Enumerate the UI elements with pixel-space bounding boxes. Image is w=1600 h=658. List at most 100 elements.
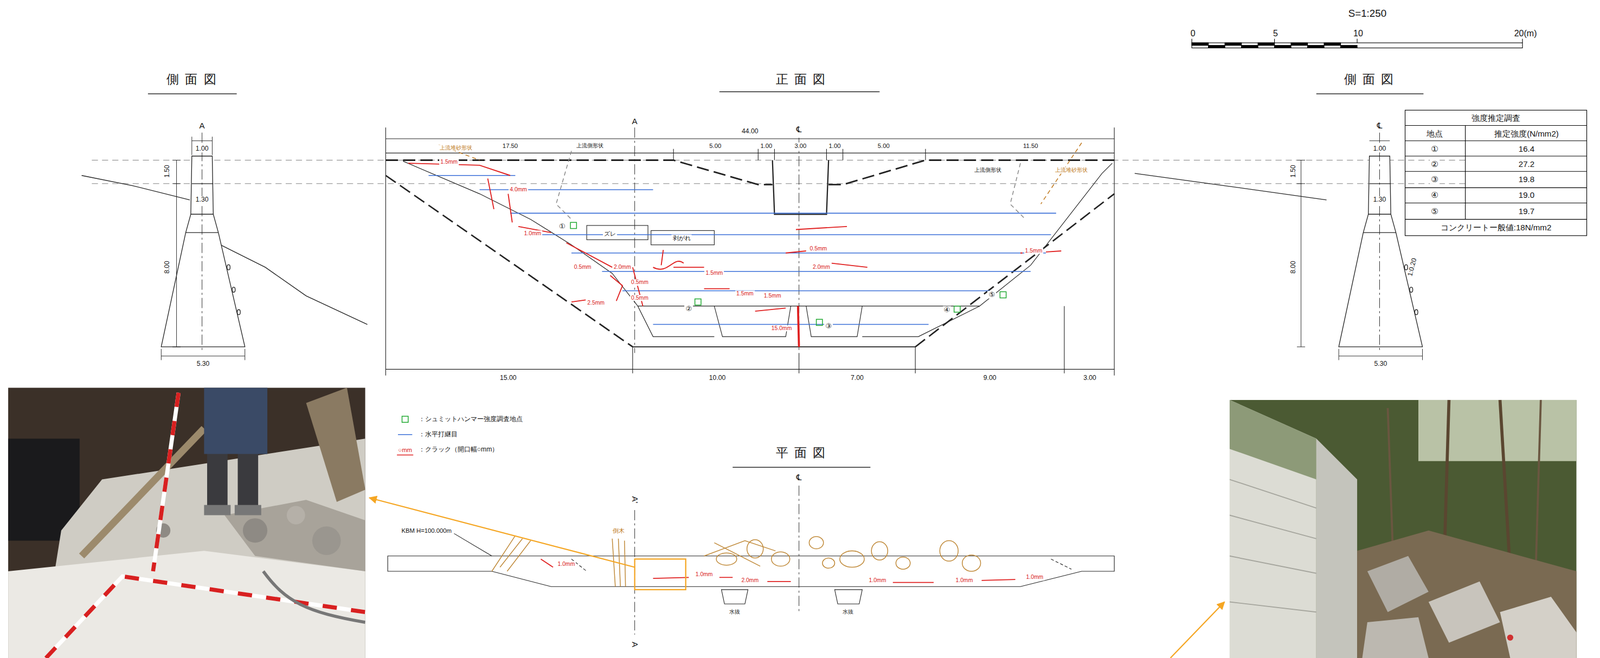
front-view <box>915 347 916 374</box>
scale-bar <box>1274 39 1275 44</box>
table-cell: 19.0 <box>1517 190 1536 201</box>
crack-line <box>408 163 1062 348</box>
plan-view <box>387 556 1115 587</box>
construction-joint <box>479 189 654 191</box>
plan-crack <box>981 579 1015 581</box>
annotation: KBM H=100.000m <box>400 527 453 534</box>
side-view <box>172 183 181 184</box>
crack-line <box>673 266 704 268</box>
site-photo <box>1500 400 1511 572</box>
annotation: 水抜 <box>728 608 742 615</box>
table-cell: 16.4 <box>1517 144 1536 154</box>
plan-view <box>387 485 1115 635</box>
plan-debris <box>704 541 776 567</box>
front-view <box>385 175 633 348</box>
table-grid <box>1405 171 1587 172</box>
table-cell: ① <box>1429 144 1440 154</box>
dimension-label: 1.50 <box>163 163 171 179</box>
scale-label: 20(m) <box>1513 28 1539 39</box>
construction-joint <box>510 213 1057 215</box>
plan-view <box>798 485 800 613</box>
site-photo <box>1229 400 1577 658</box>
side-view <box>201 132 203 354</box>
front-view <box>385 152 1115 154</box>
plan-debris <box>747 540 764 559</box>
table-cell: 19.7 <box>1517 206 1536 216</box>
title-underline <box>1316 93 1424 95</box>
callout-number: ⑤ <box>987 291 997 300</box>
scale-label: S=1:250 <box>1347 7 1389 19</box>
crack-line <box>571 299 586 302</box>
front-view <box>632 346 916 348</box>
table-cell: ③ <box>1429 175 1440 185</box>
crack-width: 1.5mm <box>704 270 725 277</box>
dimension-label: 1.30 <box>1372 196 1388 204</box>
scale-bar <box>1290 42 1308 46</box>
table-grid <box>1405 125 1587 126</box>
front-view <box>924 149 926 161</box>
side-view <box>191 136 192 156</box>
front-view <box>385 160 1115 185</box>
side-view <box>161 349 162 361</box>
crack-width: 1.0mm <box>954 577 975 584</box>
front-view <box>632 347 633 374</box>
site-photo <box>8 550 366 658</box>
site-photo <box>203 505 231 516</box>
side-view <box>1296 159 1306 161</box>
crack-width: 1.0mm <box>556 561 577 568</box>
crack-width: 1.0mm <box>1025 574 1045 581</box>
annotation: 上流側形状 <box>973 167 1003 174</box>
site-photo <box>1357 530 1577 658</box>
crack-width: 4.0mm <box>508 186 529 193</box>
dimension-label: 3.00 <box>1082 374 1098 382</box>
side-view <box>1300 160 1302 348</box>
front-view <box>385 138 1115 139</box>
crack-width: 2.5mm <box>586 299 606 306</box>
construction-joint <box>622 290 991 292</box>
front-view <box>757 149 759 161</box>
site-photo <box>1229 515 1317 539</box>
side-view <box>81 132 368 361</box>
site-photo <box>1535 400 1541 572</box>
test-point <box>570 222 577 229</box>
crack-width: 2.0mm <box>612 264 633 271</box>
crack-line <box>609 275 623 301</box>
site-photo <box>1507 634 1514 641</box>
dimension-label: 7.00 <box>849 374 865 382</box>
scale-bar <box>1208 45 1225 49</box>
plan-debris <box>839 550 865 568</box>
test-point <box>570 222 1007 326</box>
table-grid <box>1464 125 1466 220</box>
crack-line <box>755 307 786 312</box>
table-cell: 地点 <box>1425 129 1444 139</box>
front-view <box>651 230 715 245</box>
plan-crack <box>892 582 934 584</box>
projection-line <box>91 183 1470 184</box>
test-point <box>954 306 961 313</box>
front-view <box>772 160 830 215</box>
site-photo <box>224 499 366 572</box>
callout-number: ③ <box>824 322 833 331</box>
side-view <box>244 349 246 361</box>
site-photo <box>1316 438 1358 658</box>
site-photo <box>263 571 366 623</box>
site-photo <box>1388 408 1393 552</box>
side-view <box>191 183 214 184</box>
front-view <box>1063 306 1065 374</box>
dimension-label: 1.30 <box>194 196 210 204</box>
scale-bar <box>1307 45 1325 49</box>
annotation: ズレ <box>602 230 618 237</box>
dimension-label: 1.00 <box>759 142 774 150</box>
view-title: 側面図 <box>1338 72 1402 87</box>
photo-pointer <box>1170 601 1225 658</box>
front-view <box>774 149 775 161</box>
photo-pointer <box>634 558 686 590</box>
side-view <box>227 264 231 270</box>
site-photo <box>8 387 366 658</box>
annotation: 上流側形状 <box>575 142 605 149</box>
crack-width: 2.0mm <box>740 577 760 584</box>
dimension-label: 44.00 <box>740 127 760 136</box>
crack-width: 15.0mm <box>770 325 794 332</box>
site-photo <box>1428 581 1501 644</box>
site-photo <box>286 506 306 525</box>
